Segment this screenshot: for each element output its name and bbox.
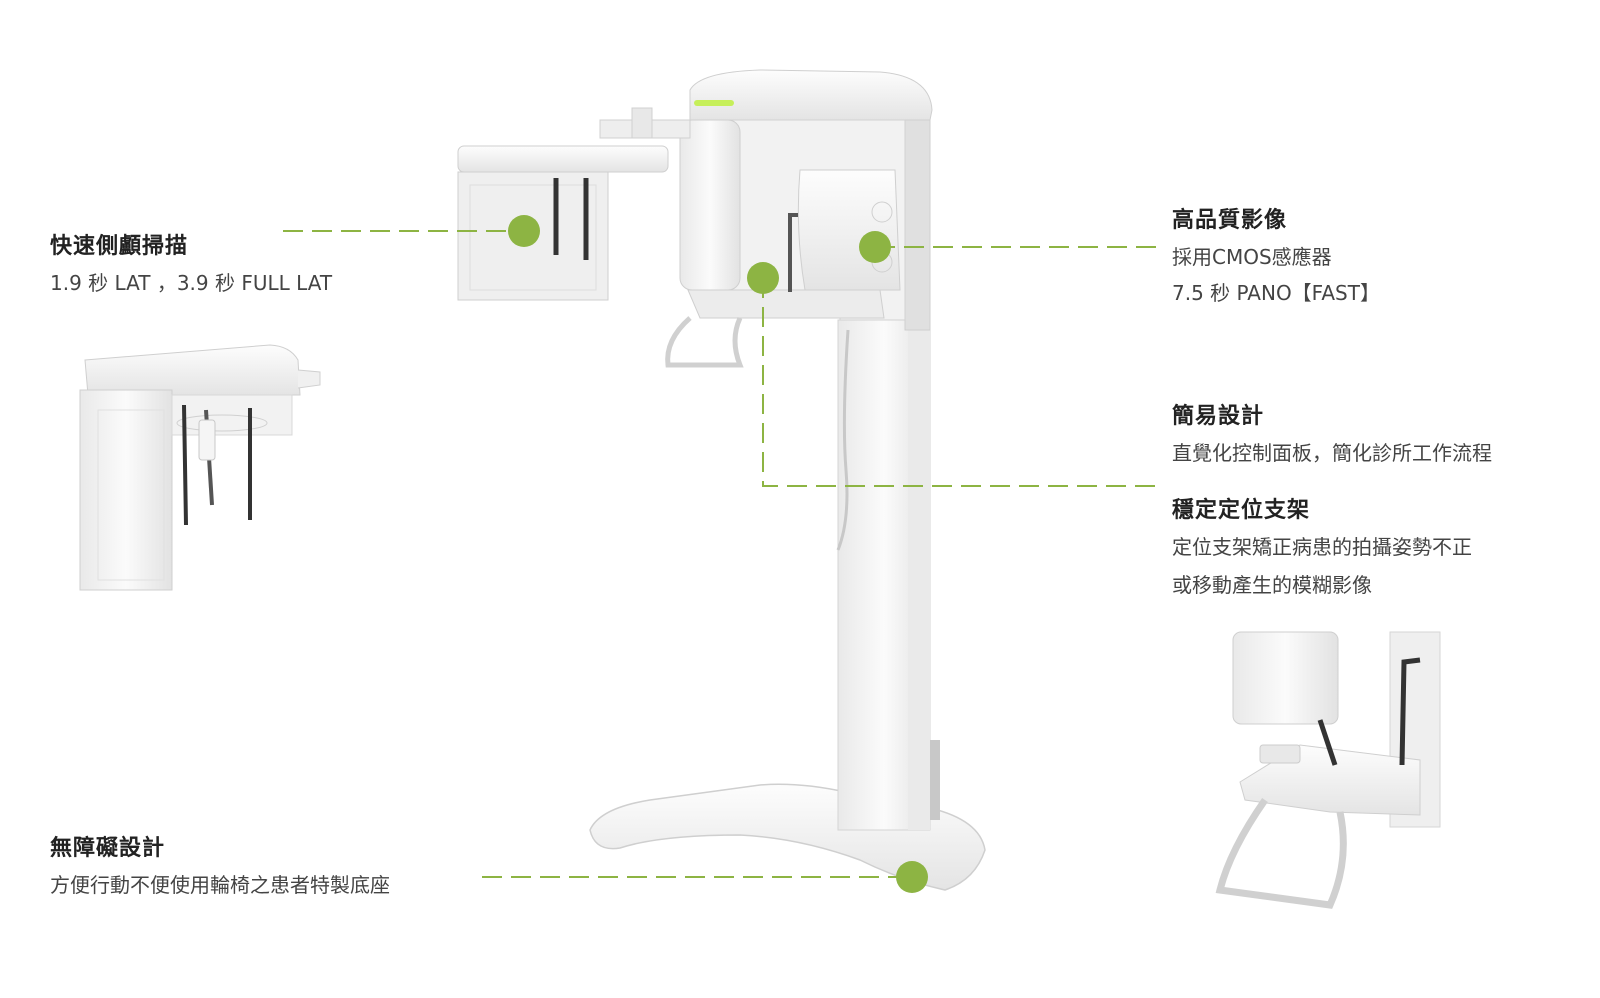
callout-dots [508, 215, 928, 893]
feature-text: 1.9 秒 LAT ，3.9 秒 FULL LAT [50, 271, 333, 295]
feature-title: 高品質影像 [1172, 208, 1288, 233]
callout-lines [283, 230, 1157, 878]
feature-easy-design: 簡易設計 直覺化控制面板，簡化診所工作流程 [1172, 398, 1492, 476]
feature-accessibility: 無障礙設計 方便行動不便使用輪椅之患者特製底座 [50, 830, 390, 908]
callout-line-easy [762, 278, 1157, 487]
feature-text: 方便行動不便使用輪椅之患者特製底座 [50, 873, 390, 897]
feature-title: 簡易設計 [1172, 404, 1265, 429]
feature-text: 採用CMOS感應器 [1172, 245, 1332, 269]
callout-dot-image [859, 231, 891, 263]
feature-positioning: 穩定定位支架 定位支架矯正病患的拍攝姿勢不正 或移動產生的模糊影像 [1172, 492, 1472, 610]
feature-image-quality: 高品質影像 採用CMOS感應器 7.5 秒 PANO【FAST】 [1172, 202, 1380, 316]
callout-dot-easy [747, 262, 779, 294]
feature-title: 快速側顱掃描 [50, 234, 189, 259]
feature-text: 或移動產生的模糊影像 [1172, 573, 1372, 597]
feature-text: 7.5 秒 PANO【FAST】 [1172, 281, 1380, 305]
cephalostat-inset [79, 344, 321, 591]
feature-text: 直覺化控制面板，簡化診所工作流程 [1172, 441, 1492, 465]
callout-dot-lateral [508, 215, 540, 247]
main-machine [457, 69, 986, 891]
callout-dot-accessibility [896, 861, 928, 893]
feature-text: 定位支架矯正病患的拍攝姿勢不正 [1172, 535, 1472, 559]
feature-lateral-scan: 快速側顱掃描 1.9 秒 LAT ，3.9 秒 FULL LAT [50, 228, 332, 306]
positioning-inset [1215, 631, 1441, 909]
feature-title: 無障礙設計 [50, 836, 166, 861]
feature-title: 穩定定位支架 [1172, 498, 1311, 523]
